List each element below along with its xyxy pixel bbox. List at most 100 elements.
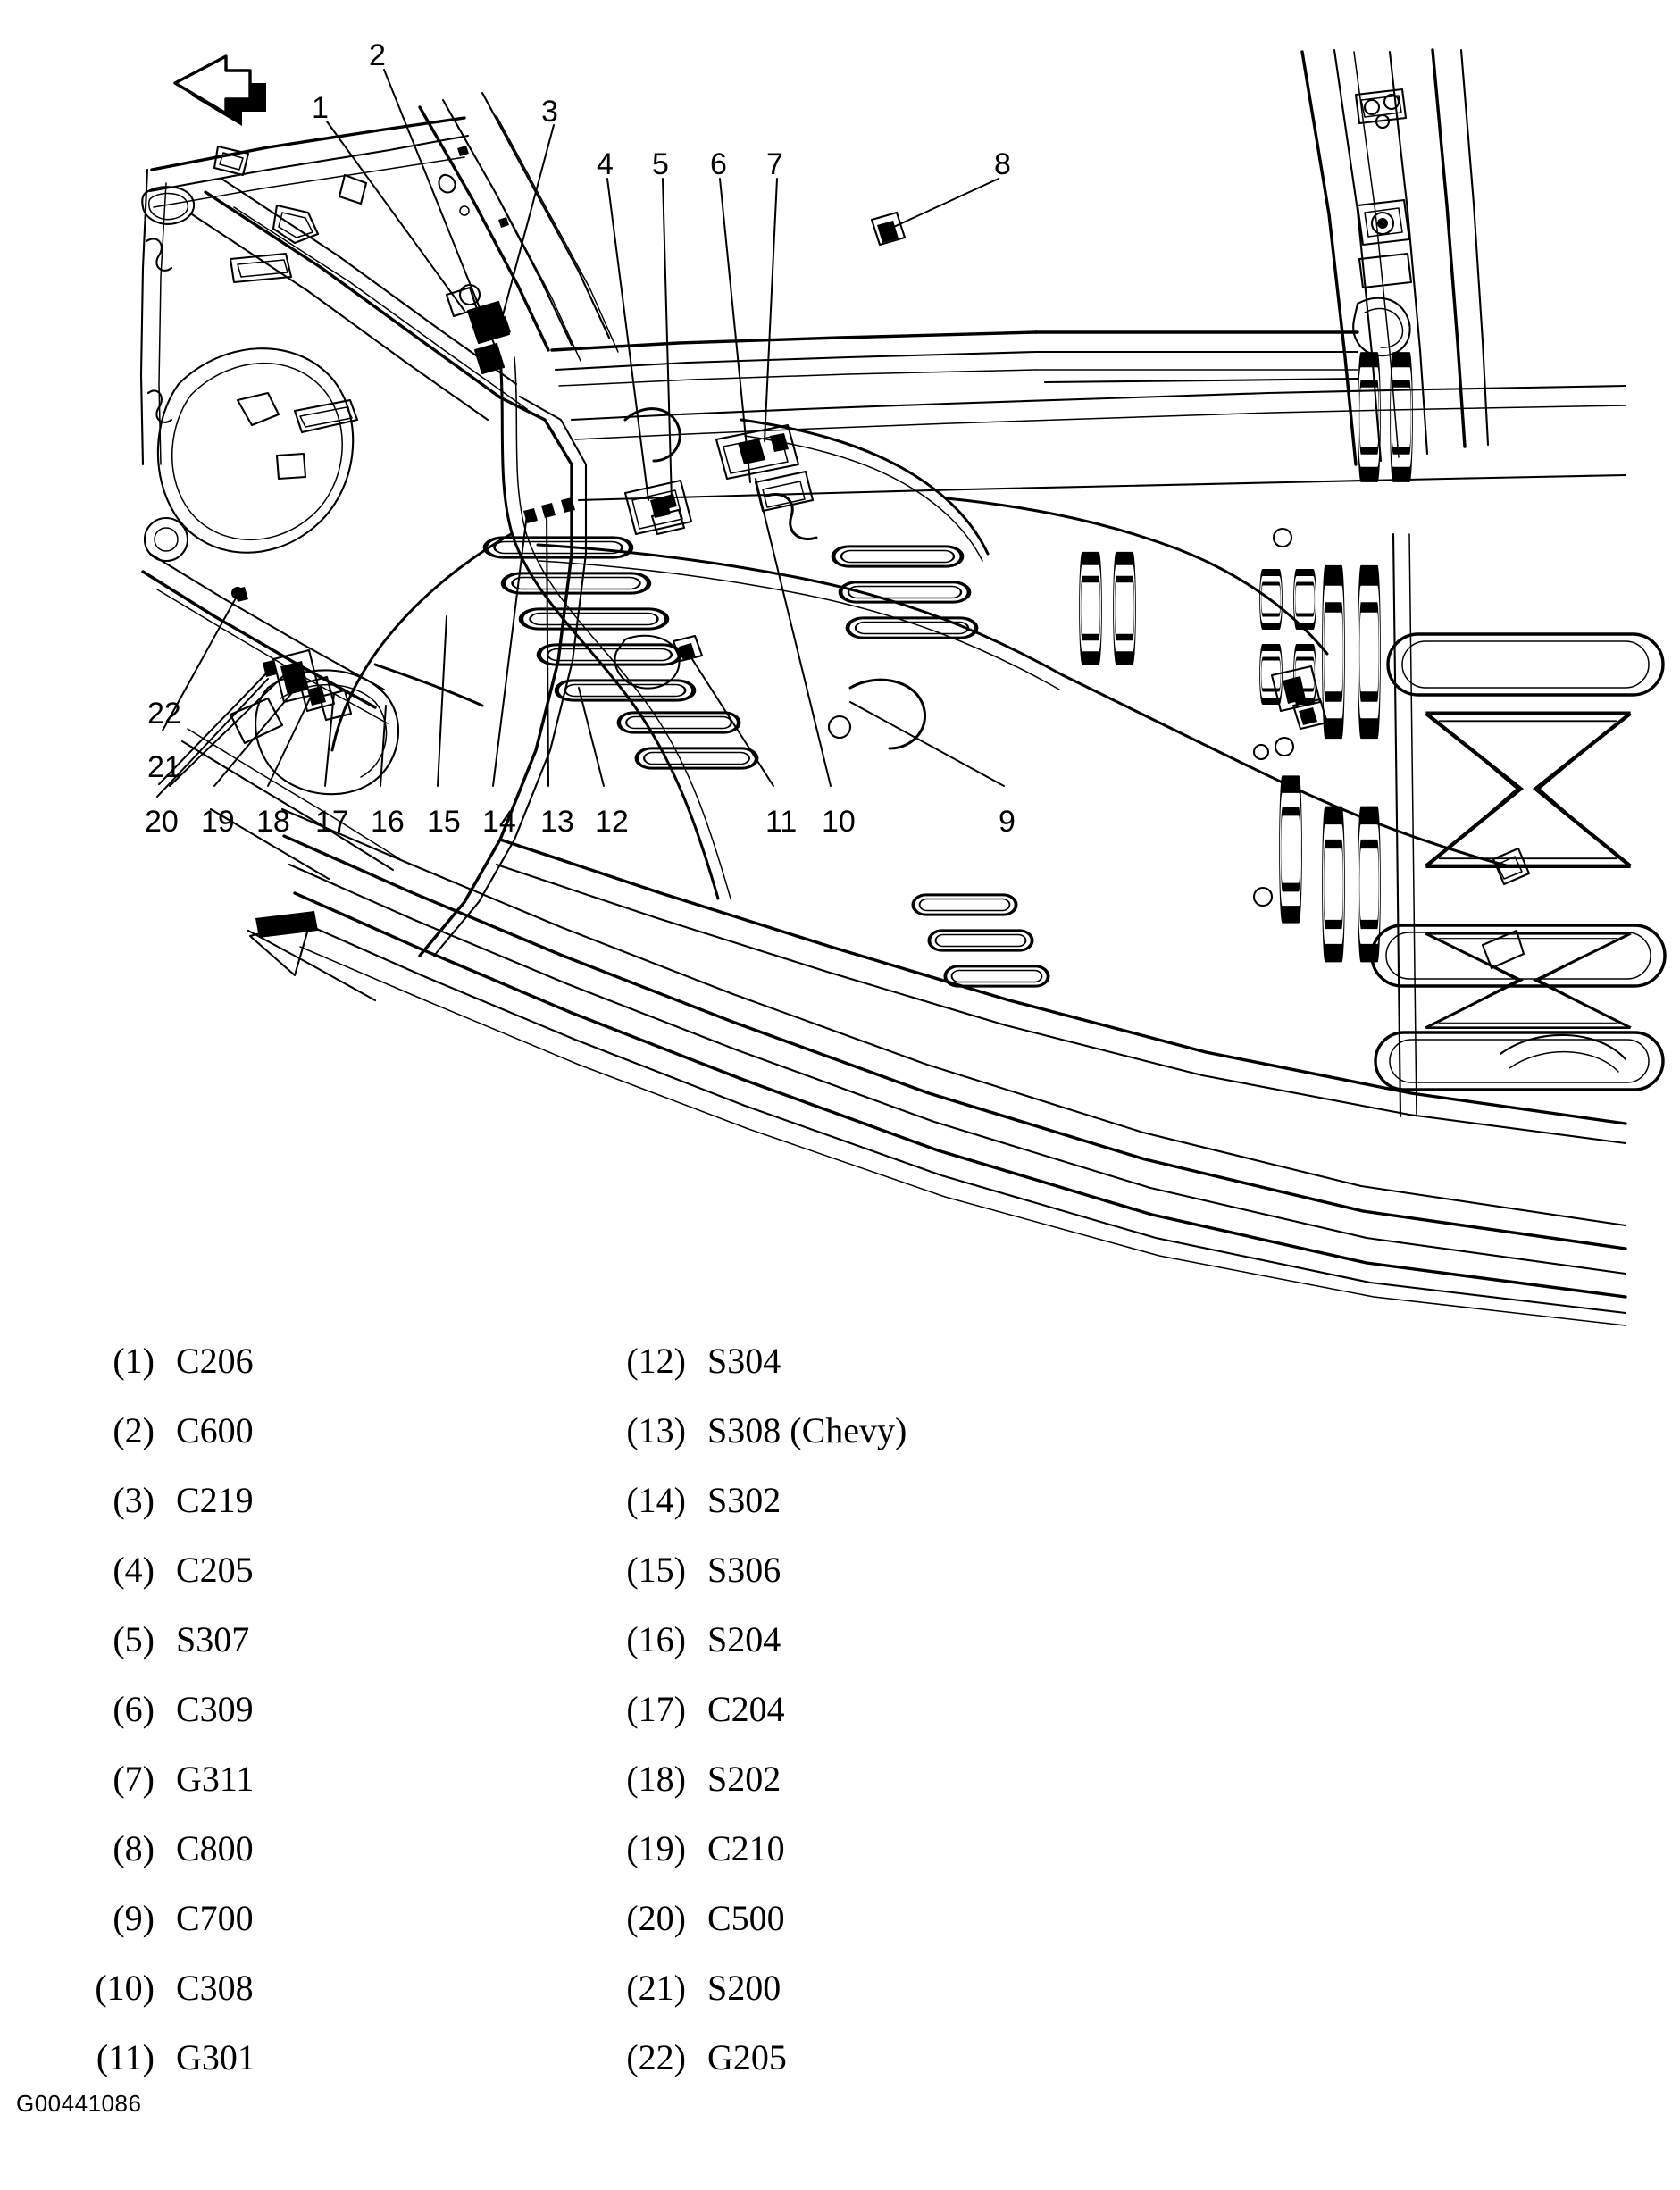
legend-item-label: C219 [176, 1480, 254, 1520]
legend-item: (1) C206 [85, 1340, 639, 1409]
legend-item: (7) G311 [85, 1758, 639, 1827]
legend-item-number: (5) [113, 1619, 155, 1659]
callout-number-18: 18 [256, 805, 290, 839]
legend-item-number: (21) [626, 1968, 686, 2008]
body-line-art: .ln{fill:none;stroke:#000;stroke-width:2… [139, 48, 1667, 1326]
direction-arrow-icon [173, 54, 266, 126]
legend-item-number: (2) [113, 1410, 155, 1450]
legend-item: (2) C600 [85, 1409, 639, 1479]
legend-item-label: S308 (Chevy) [707, 1410, 907, 1450]
legend-item-label: S200 [707, 1968, 781, 2008]
legend-item-label: C308 [176, 1968, 254, 2008]
legend-item-number: (17) [626, 1689, 686, 1729]
legend-item: (22) G205 [616, 2036, 1241, 2106]
legend-item-number: (3) [113, 1480, 155, 1520]
legend-item: (17) C204 [616, 1688, 1241, 1758]
legend-item-label: C800 [176, 1828, 254, 1868]
wiring-harness [330, 355, 1511, 900]
legend-column-left: (1) C206 (2) C600 (3) C219 (4) C205 (5) S307 (6) C3… [85, 1340, 639, 2106]
legend-item-label: C204 [707, 1689, 785, 1729]
legend-item-number: (22) [626, 2037, 686, 2077]
vehicle-body-diagram: .ln{fill:none;stroke:#000;stroke-width:2… [139, 38, 1667, 1326]
legend-item-label: G205 [707, 2037, 787, 2077]
legend-item: (8) C800 [85, 1827, 639, 1897]
legend-item-label: C309 [176, 1689, 254, 1729]
legend-item: (20) C500 [616, 1897, 1241, 1967]
callout-leader-lines [156, 69, 1005, 798]
callout-number-5: 5 [652, 147, 669, 181]
legend-item: (11) G301 [85, 2036, 639, 2106]
callout-number-2: 2 [369, 38, 386, 72]
legend-item: (15) S306 [616, 1549, 1241, 1618]
callout-number-12: 12 [595, 805, 629, 839]
legend-item-label: C600 [176, 1410, 254, 1450]
legend-item-number: (16) [626, 1619, 686, 1659]
callout-number-9: 9 [999, 805, 1016, 839]
legend-item-label: S304 [707, 1341, 781, 1381]
legend-item: (18)S202 [616, 1758, 1241, 1827]
connectors-and-splices [231, 211, 1329, 731]
legend-item: (5) S307 [85, 1618, 639, 1688]
legend-item-label: S202 [707, 1759, 781, 1799]
legend-item-number: (6) [113, 1689, 155, 1729]
legend-item-number: (1) [113, 1341, 155, 1381]
legend-item: (10) C308 [85, 1967, 639, 2036]
callout-number-10: 10 [822, 805, 856, 839]
legend-item-number: (12) [626, 1341, 686, 1381]
legend-item-number: (20) [626, 1898, 686, 1938]
legend-list: (1) C206 (2) C600 (3) C219 (4) C205 (5) S307 (6) C3… [0, 1340, 1680, 2081]
legend-item-label: S302 [707, 1480, 781, 1520]
legend-item-label: S204 [707, 1619, 781, 1659]
legend-item-number: (8) [113, 1828, 155, 1868]
figure-id-code: G00441086 [16, 2090, 142, 2117]
callout-number-13: 13 [540, 805, 574, 839]
callout-number-11: 11 [765, 805, 798, 839]
legend-item-label: C500 [707, 1898, 785, 1938]
callout-number-8: 8 [994, 147, 1011, 181]
callout-number-4: 4 [597, 147, 614, 181]
legend-item-number: (15) [626, 1550, 686, 1590]
callout-number-16: 16 [371, 805, 405, 839]
callout-number-7: 7 [766, 147, 783, 181]
callout-number-14: 14 [482, 805, 516, 839]
legend-item: (19) C210 [616, 1827, 1241, 1897]
legend-item-number: (4) [113, 1550, 155, 1590]
legend-item-label: S307 [176, 1619, 250, 1659]
callout-number-20: 20 [145, 805, 179, 839]
legend-item: (21) S200 [616, 1967, 1241, 2036]
legend-item: (9) C700 [85, 1897, 639, 1967]
legend-item-number: (14) [626, 1480, 686, 1520]
legend-item: (3) C219 [85, 1479, 639, 1549]
legend-item-label: C210 [707, 1828, 785, 1868]
rear-pillar-structure [1034, 48, 1490, 466]
callout-number-1: 1 [312, 91, 329, 125]
legend-item-label: G301 [176, 2037, 255, 2077]
legend-item: (12) S304 [616, 1340, 1241, 1409]
legend-item-number: (9) [113, 1898, 155, 1938]
legend-item-label: C206 [176, 1341, 254, 1381]
callout-number-6: 6 [710, 147, 727, 181]
legend-item: (6) C309 [85, 1688, 639, 1758]
legend-item-number: (11) [96, 2037, 155, 2077]
callout-number-21: 21 [147, 750, 181, 784]
legend-item-number: (13) [626, 1410, 686, 1450]
legend-column-right: (12) S304 (13) S308 (Chevy) (14) S302 (15) S306… [616, 1340, 1241, 2106]
legend-item-number: (19) [626, 1828, 686, 1868]
legend-item-number: (7) [113, 1759, 155, 1799]
callout-number-19: 19 [201, 805, 235, 839]
legend-item-label: C700 [176, 1898, 254, 1938]
legend-item: (4) C205 [85, 1549, 639, 1618]
legend-item: (16) S204 [616, 1618, 1241, 1688]
callout-number-3: 3 [541, 95, 558, 129]
legend-item-number: (10) [95, 1968, 155, 2008]
cowl-and-fender-structure [139, 91, 1038, 724]
legend-item-label: C205 [176, 1550, 254, 1590]
legend-item: (13) S308 (Chevy) [616, 1409, 1241, 1479]
legend-item: (14) S302 [616, 1479, 1241, 1549]
legend-item-label: G311 [176, 1759, 255, 1799]
floor-pan [180, 360, 1667, 1326]
callout-number-15: 15 [427, 805, 461, 839]
legend-item-label: S306 [707, 1550, 781, 1590]
callout-number-22: 22 [147, 697, 181, 731]
